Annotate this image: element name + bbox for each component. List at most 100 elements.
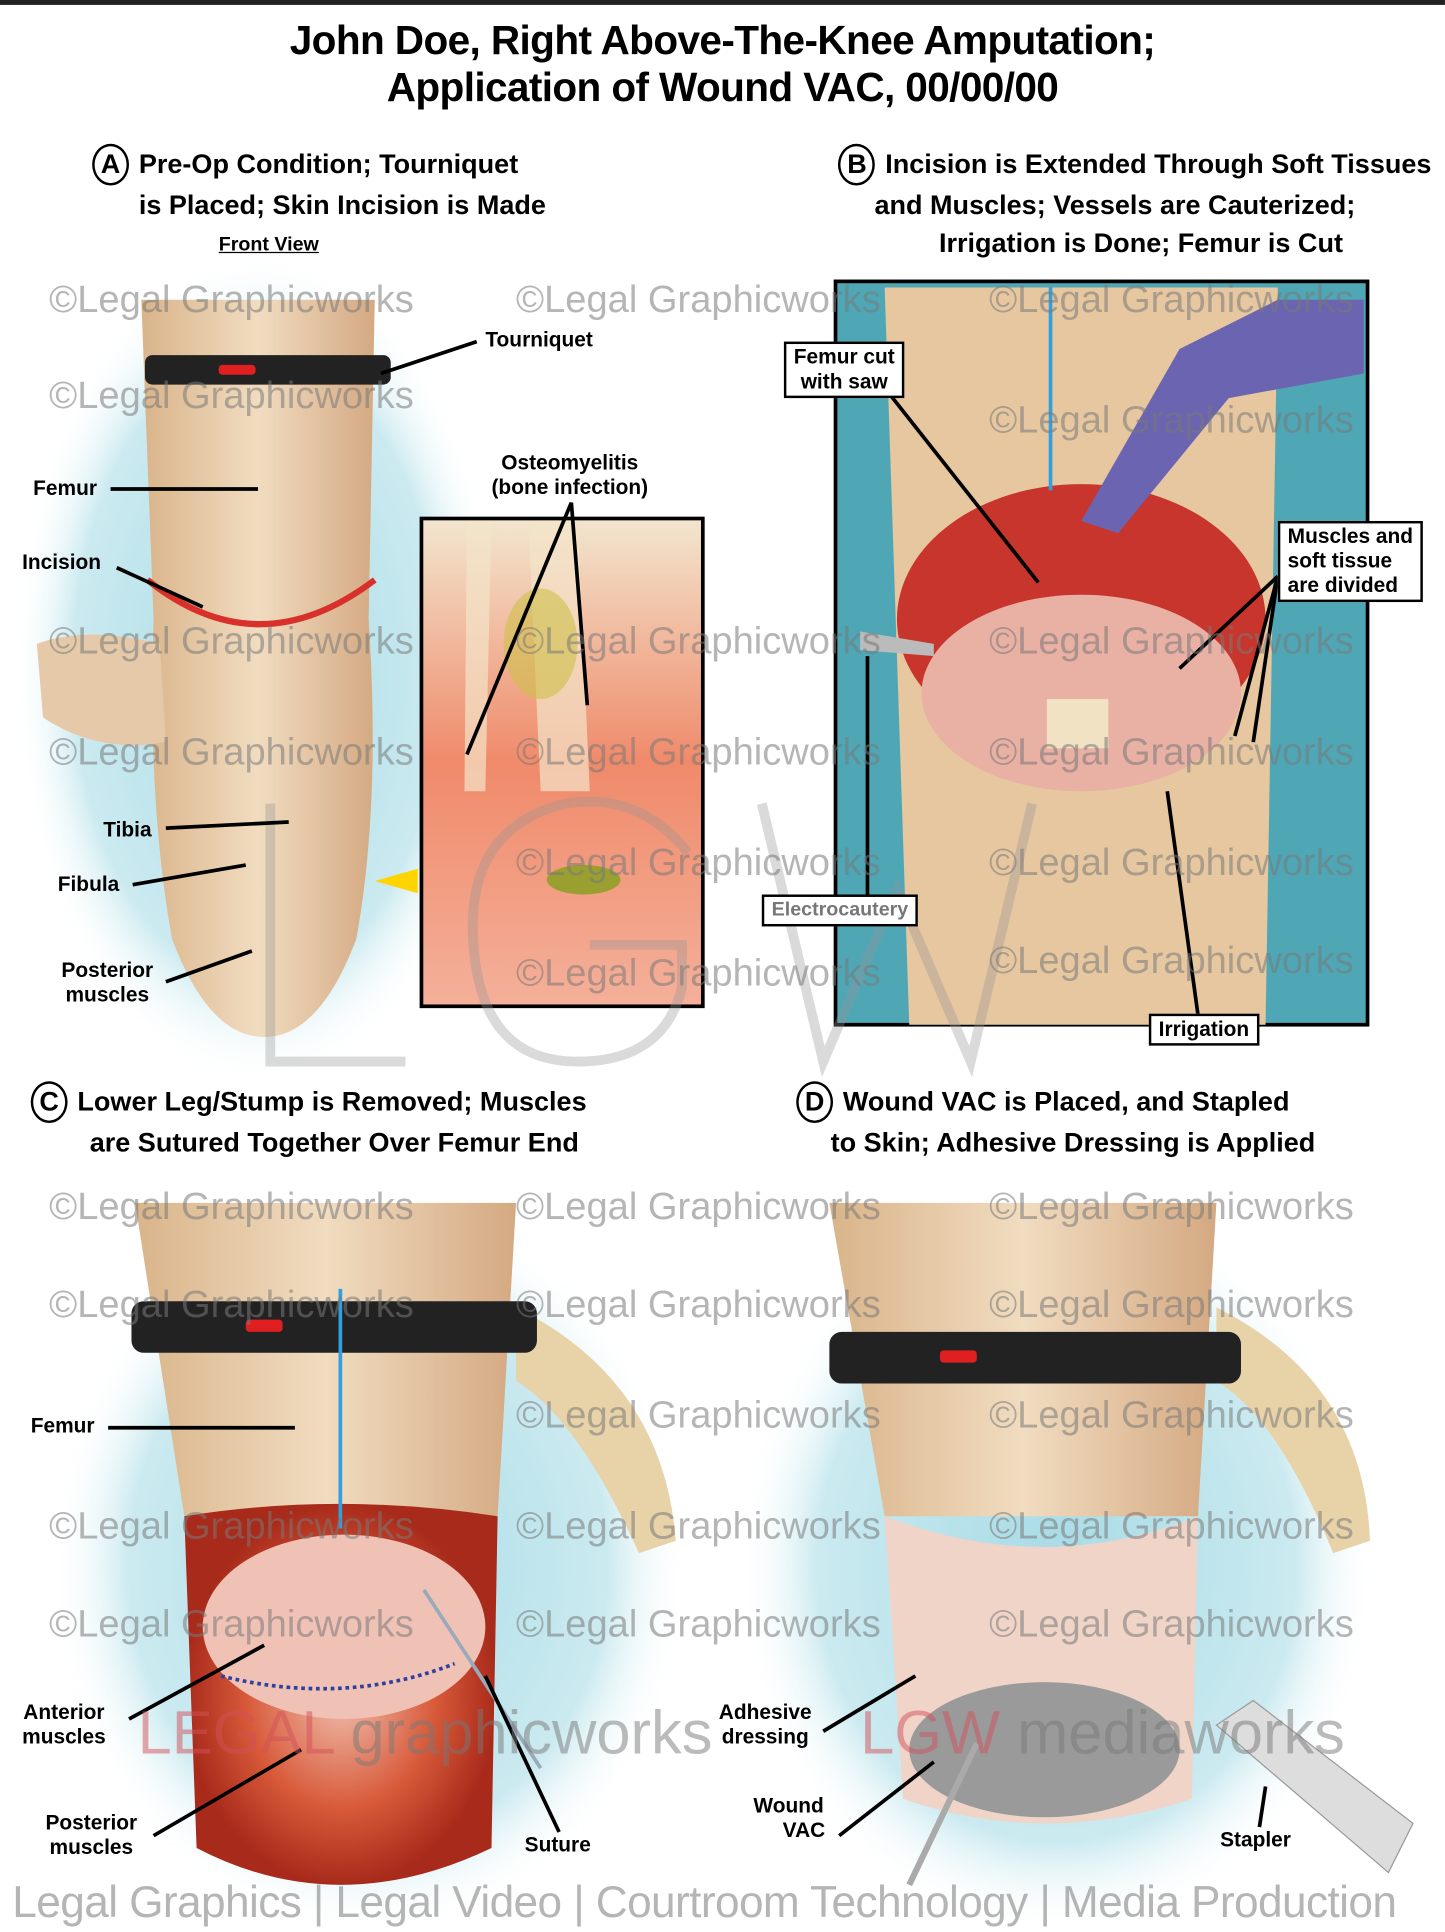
watermark-text: ©Legal Graphicworks — [989, 1184, 1354, 1228]
watermark-big-logo — [265, 796, 1037, 1078]
watermark-text: ©Legal Graphicworks — [989, 277, 1354, 321]
label-femur-cut: Femur cut with saw — [783, 341, 905, 399]
watermark-text: ©Legal Graphicworks — [49, 729, 414, 773]
label-incision: Incision — [22, 550, 102, 574]
label-line: Muscles and — [1287, 524, 1414, 549]
label-irrigation: Irrigation — [1148, 1013, 1260, 1046]
watermark-text: ©Legal Graphicworks — [989, 938, 1354, 982]
watermark-text: ©Legal Graphicworks — [49, 1282, 414, 1326]
label-osteomyelitis-line-1: Osteomyelitis — [501, 450, 639, 475]
watermark-legal: LEGAL — [137, 1698, 334, 1767]
panel-d-heading: D Wound VAC is Placed, and Stapled to Ski… — [796, 1081, 1315, 1161]
watermark-text: ©Legal Graphicworks — [516, 277, 881, 321]
watermark-text: ©Legal Graphicworks — [516, 1184, 881, 1228]
panel-c-heading-line-1: Lower Leg/Stump is Removed; Muscles — [77, 1086, 587, 1117]
watermark-text: ©Legal Graphicworks — [989, 1602, 1354, 1646]
watermark-text: ©Legal Graphicworks — [516, 1393, 881, 1437]
watermark-text: ©Legal Graphicworks — [516, 840, 881, 884]
leader-lines — [108, 339, 1280, 1838]
watermark-text: ©Legal Graphicworks — [49, 619, 414, 663]
label-wound-vac: Wound VAC — [752, 1794, 825, 1843]
label-line: Wound — [753, 1793, 824, 1818]
label-line: Posterior — [45, 1811, 138, 1835]
watermark-text: ©Legal Graphicworks — [516, 1503, 881, 1547]
label-line: Posterior — [61, 958, 154, 982]
title-line-1: John Doe, Right Above-The-Knee Amputatio… — [289, 17, 1156, 63]
panel-b-heading-line-3: Irrigation is Done; Femur is Cut — [938, 227, 1343, 259]
watermark-text: ©Legal Graphicworks — [989, 840, 1354, 884]
label-line: muscles — [65, 982, 150, 1007]
label-suture: Suture — [524, 1833, 591, 1857]
illustration-graphics — [12, 250, 1414, 1932]
panel-c-stump — [49, 1196, 688, 1932]
panel-b-letter: B — [838, 143, 876, 186]
label-adhesive-dressing: Adhesive dressing — [719, 1701, 812, 1750]
watermark-text: ©Legal Graphicworks — [989, 1393, 1354, 1437]
watermark-tagline: Legal Graphics | Legal Video | Courtroom… — [12, 1876, 1397, 1927]
panel-b-heading-line-2: and Muscles; Vessels are Cauterized; — [874, 189, 1356, 220]
watermark-lgw: LGW — [860, 1698, 1001, 1767]
label-tibia: Tibia — [103, 818, 152, 842]
label-anterior-muscles: Anterior muscles — [22, 1701, 106, 1750]
panel-a-heading-line-1: Pre-Op Condition; Tourniquet — [138, 148, 519, 180]
label-posterior-muscles-a: Posterior muscles — [61, 958, 153, 1007]
label-fibula: Fibula — [57, 872, 120, 896]
panel-d-heading-line-2: to Skin; Adhesive Dressing is Applied — [830, 1126, 1316, 1158]
label-posterior-muscles-c: Posterior muscles — [45, 1811, 137, 1860]
label-line: dressing — [721, 1725, 809, 1749]
watermark-text: ©Legal Graphicworks — [989, 1503, 1354, 1547]
label-tourniquet: Tourniquet — [485, 328, 593, 352]
label-osteomyelitis: Osteomyelitis (bone infection) — [491, 451, 648, 500]
watermark-brand-right: LGW mediaworks — [860, 1698, 1345, 1767]
label-femur-c: Femur — [30, 1414, 95, 1438]
panel-a-heading-line-2: is Placed; Skin Incision is Made — [138, 189, 546, 220]
watermark-brand-left: LEGAL graphicworks — [138, 1698, 713, 1767]
watermark-text: ©Legal Graphicworks — [989, 398, 1354, 442]
osteomyelitis-inset — [419, 516, 705, 1009]
watermark-text: ©Legal Graphicworks — [989, 729, 1354, 773]
panel-d-letter: D — [796, 1081, 834, 1124]
label-electrocautery: Electrocautery — [761, 894, 919, 927]
panel-b-surgery — [833, 279, 1370, 1027]
panel-c-letter: C — [30, 1081, 68, 1124]
label-line: muscles — [49, 1835, 134, 1860]
panel-d-wound-vac — [737, 1196, 1414, 1932]
panel-c-heading-line-2: are Sutured Together Over Femur End — [89, 1126, 579, 1158]
watermark-text: ©Legal Graphicworks — [516, 1282, 881, 1326]
title-line-2: Application of Wound VAC, 00/00/00 — [386, 63, 1059, 110]
label-line: soft tissue — [1287, 549, 1393, 573]
watermark-text: ©Legal Graphicworks — [49, 1503, 414, 1547]
label-line: with saw — [800, 369, 888, 394]
label-osteomyelitis-line-2: (bone infection) — [491, 475, 649, 499]
watermark-text: ©Legal Graphicworks — [49, 373, 414, 417]
label-line: Adhesive — [718, 1700, 812, 1724]
watermark-text: ©Legal Graphicworks — [516, 1602, 881, 1646]
watermark-text: ©Legal Graphicworks — [516, 729, 881, 773]
watermark-text: ©Legal Graphicworks — [516, 951, 881, 995]
label-line: VAC — [782, 1818, 826, 1842]
watermark-text: ©Legal Graphicworks — [49, 277, 414, 321]
watermark-text: ©Legal Graphicworks — [49, 1602, 414, 1646]
watermark-text: ©Legal Graphicworks — [989, 619, 1354, 663]
label-line: Femur cut — [793, 345, 895, 369]
label-line: Anterior — [23, 1700, 105, 1724]
panel-a-letter: A — [92, 143, 130, 186]
watermark-text: ©Legal Graphicworks — [49, 1184, 414, 1228]
watermark-graphicworks: graphicworks — [350, 1698, 713, 1767]
label-stapler: Stapler — [1220, 1828, 1291, 1852]
front-view-label: Front View — [218, 234, 319, 256]
panel-b-heading-line-1: Incision is Extended Through Soft Tissue… — [885, 148, 1432, 180]
panel-c-heading: C Lower Leg/Stump is Removed; Muscles are… — [30, 1081, 587, 1161]
label-line: are divided — [1287, 573, 1398, 598]
label-muscles-divided: Muscles and soft tissue are divided — [1277, 520, 1423, 603]
panel-d-heading-line-1: Wound VAC is Placed, and Stapled — [842, 1086, 1290, 1117]
label-line: muscles — [22, 1725, 106, 1749]
panel-a-leg — [12, 250, 504, 1087]
label-femur-a: Femur — [33, 476, 98, 501]
watermark-mediaworks: mediaworks — [1017, 1698, 1345, 1767]
watermark-text: ©Legal Graphicworks — [989, 1282, 1354, 1326]
panel-b-heading: B Incision is Extended Through Soft Tissu… — [762, 143, 1432, 262]
watermark-text: ©Legal Graphicworks — [516, 619, 881, 663]
